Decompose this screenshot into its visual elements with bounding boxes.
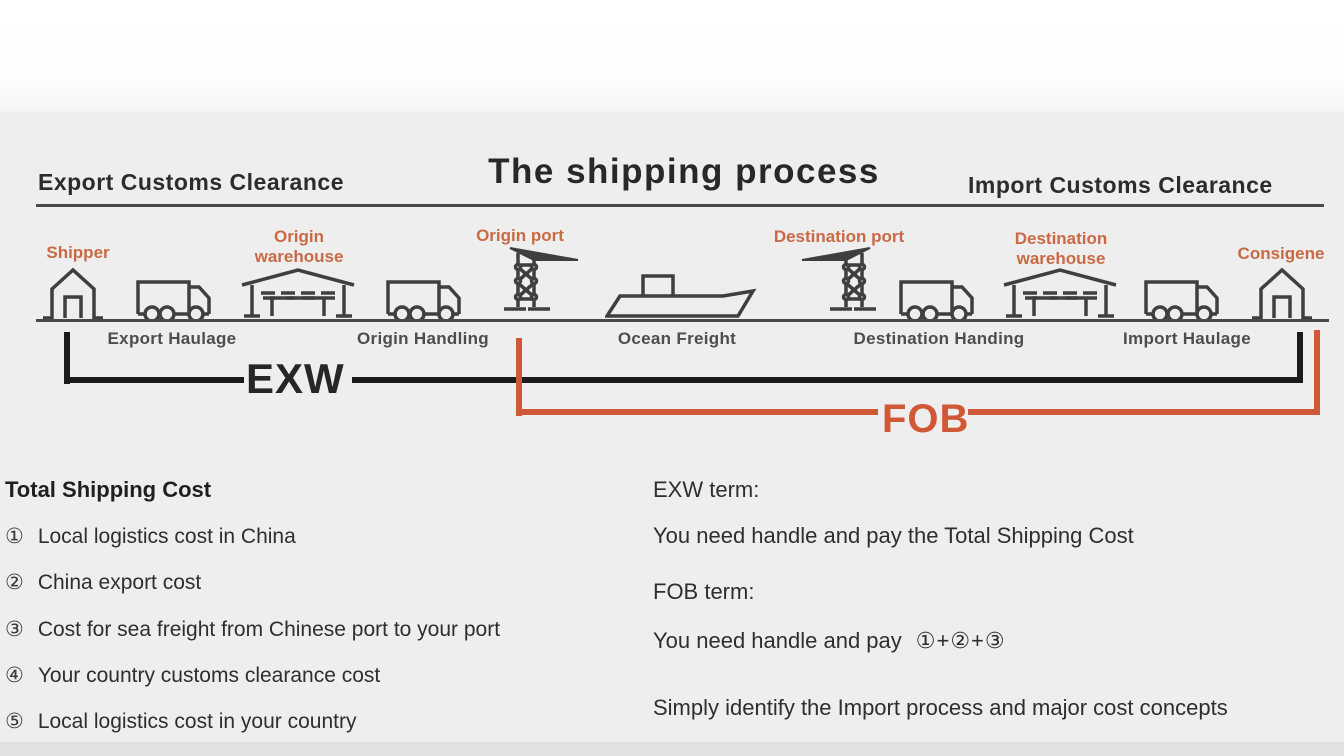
warehouse-icon [1003, 267, 1117, 321]
fob-formula: ①+②+③ [915, 628, 1006, 653]
crane-icon [494, 243, 580, 322]
ship-icon [605, 264, 757, 322]
fob-bracket-left-tick [516, 338, 522, 416]
exw-term-heading: EXW term: [653, 477, 760, 502]
top-white-band [0, 0, 1344, 112]
header-underline [36, 204, 1324, 207]
circled-number: ④ [5, 664, 24, 687]
page-title: The shipping process [488, 152, 880, 191]
cost-item-2: ② China export cost [5, 570, 201, 595]
export-customs-heading: Export Customs Clearance [38, 169, 344, 195]
fob-bracket-right-tick [1314, 330, 1320, 415]
exw-bracket-label: EXW [246, 355, 345, 402]
cost-item-text: Local logistics cost in your country [37, 710, 357, 733]
exw-bracket-line [64, 377, 244, 383]
exw-bracket-left-tick [64, 332, 70, 384]
summary-note: Simply identify the Import process and m… [653, 695, 1228, 720]
segment-label-destination-handing: Destination Handing [853, 329, 1025, 348]
import-customs-heading: Import Customs Clearance [968, 172, 1273, 198]
cost-item-text: Your country customs clearance cost [37, 664, 381, 687]
station-label-shipper: Shipper [46, 243, 110, 262]
bottom-gray-band [0, 742, 1344, 756]
station-label-consignee: Consigene [1237, 244, 1325, 263]
house-icon [42, 267, 104, 321]
station-label-origin-port: Origin port [476, 226, 564, 245]
crane-icon [800, 243, 886, 322]
cost-item-1: ① Local logistics cost in China [5, 524, 296, 549]
fob-bracket-label: FOB [882, 397, 970, 441]
truck-icon [383, 272, 469, 322]
house-icon [1251, 267, 1313, 321]
segment-label-origin-handling: Origin Handling [357, 329, 489, 348]
warehouse-icon [241, 267, 355, 321]
truck-icon [896, 272, 982, 322]
exw-term-description: You need handle and pay the Total Shippi… [653, 523, 1134, 548]
station-label-origin-warehouse: Origin warehouse [254, 227, 344, 266]
fob-bracket-line [968, 409, 1320, 415]
segment-label-export-haulage: Export Haulage [107, 329, 237, 348]
circled-number: ① [5, 525, 24, 548]
cost-item-text: Cost for sea freight from Chinese port t… [37, 618, 501, 641]
station-label-destination-port: Destination port [773, 227, 905, 246]
cost-item-text: China export cost [37, 571, 202, 594]
segment-label-import-haulage: Import Haulage [1123, 329, 1251, 348]
timeline-ground-line [36, 319, 1329, 322]
cost-item-4: ④ Your country customs clearance cost [5, 663, 380, 688]
circled-number: ⑤ [5, 710, 24, 733]
truck-icon [133, 272, 219, 322]
cost-item-3: ③ Cost for sea freight from Chinese port … [5, 617, 500, 642]
fob-term-text: You need handle and pay [653, 628, 902, 653]
cost-item-5: ⑤ Local logistics cost in your country [5, 709, 356, 734]
truck-icon [1141, 272, 1227, 322]
exw-bracket-line [352, 377, 1303, 383]
cost-panel-title: Total Shipping Cost [5, 477, 212, 502]
cost-item-text: Local logistics cost in China [37, 525, 296, 548]
fob-bracket-line [516, 409, 878, 415]
fob-term-description: You need handle and pay ①+②+③ [653, 628, 1006, 654]
station-label-destination-warehouse: Destination warehouse [1014, 229, 1108, 268]
fob-term-heading: FOB term: [653, 579, 755, 604]
circled-number: ③ [5, 618, 24, 641]
exw-bracket-right-tick [1297, 332, 1303, 383]
circled-number: ② [5, 571, 24, 594]
segment-label-ocean-freight: Ocean Freight [617, 329, 737, 348]
